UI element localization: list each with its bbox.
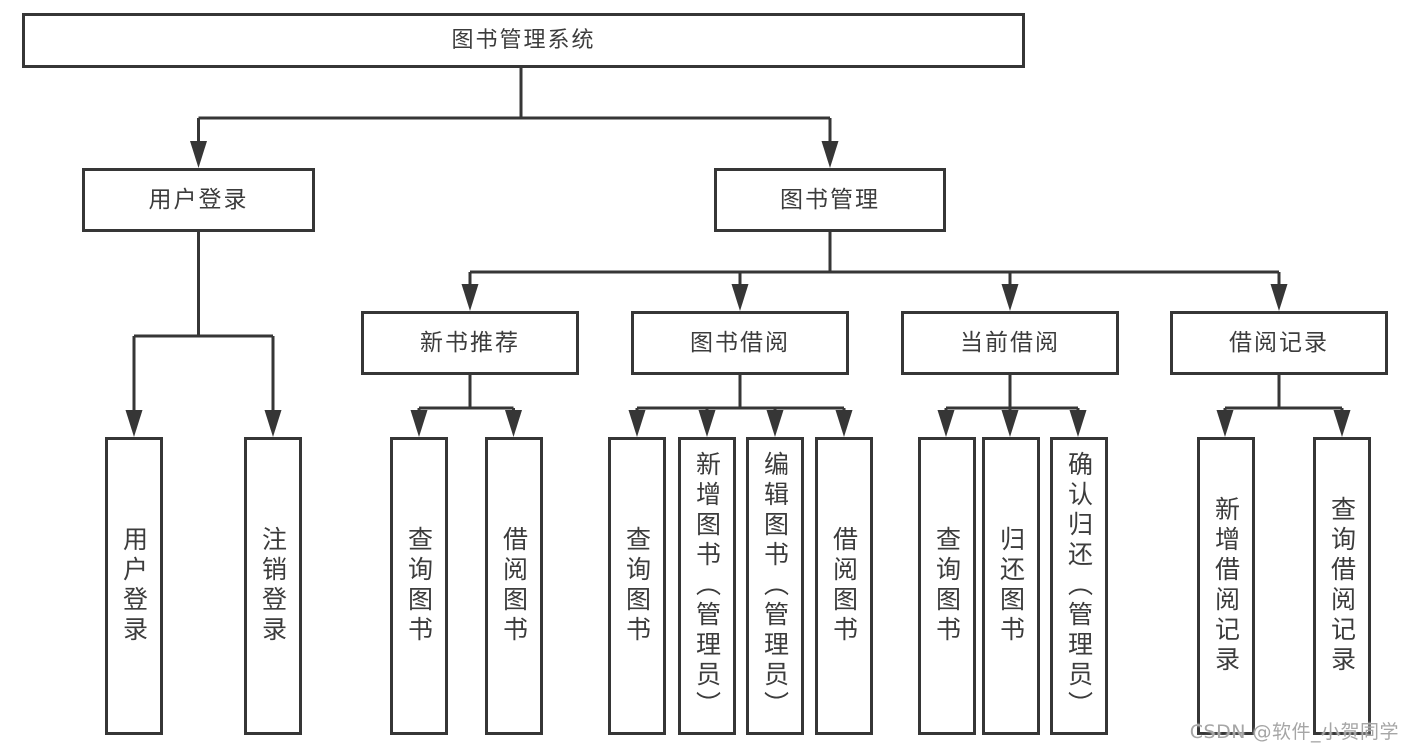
leaf-query-books-borrow: 查询图书 [608,437,666,735]
arrowhead [1216,410,1234,437]
arrowhead [835,410,853,437]
node-label: 图书管理 [780,186,880,213]
arrowhead [505,410,522,437]
leaf-user-login: 用户登录 [105,437,163,735]
leaf-query-books-recommend: 查询图书 [390,437,448,735]
node-label: 借阅记录 [1229,329,1329,356]
node-label: 查询图书 [404,526,434,646]
leaf-edit-book-admin: 编辑图书（管理员） [746,437,804,735]
arrowhead [410,410,428,437]
node-label: 注销登录 [258,526,288,646]
node-label: 查询图书 [932,526,962,646]
leaf-query-books-current: 查询图书 [918,437,976,735]
node-library-management-system: 图书管理系统 [22,13,1025,68]
leaf-logout: 注销登录 [244,437,302,735]
arrowhead [766,410,784,437]
node-label: 新书推荐 [420,329,520,356]
node-label: 当前借阅 [960,329,1060,356]
leaf-borrow-books-recommend: 借阅图书 [485,437,543,735]
arrowhead [461,284,479,311]
node-label: 新增借阅记录 [1211,496,1241,676]
arrowhead [1333,410,1351,437]
arrowhead [698,410,716,437]
csdn-watermark: CSDN @软件_小贺同学 [1189,721,1399,743]
node-label: 归还图书 [996,526,1026,646]
node-user-login: 用户登录 [82,168,315,232]
arrowhead [731,284,749,311]
leaf-confirm-return-admin: 确认归还（管理员） [1050,437,1108,735]
node-label: 借阅图书 [499,526,529,646]
arrowhead [264,410,282,437]
arrowhead [1001,284,1019,311]
node-label: 查询图书 [622,526,652,646]
leaf-return-books: 归还图书 [982,437,1040,735]
node-label: 新增图书（管理员） [692,451,722,721]
leaf-query-borrow-record: 查询借阅记录 [1313,437,1371,735]
arrowhead [937,410,955,437]
leaf-add-borrow-record: 新增借阅记录 [1197,437,1255,735]
node-label: 图书借阅 [690,329,790,356]
node-book-borrowing: 图书借阅 [631,311,849,375]
node-label: 用户登录 [148,186,249,213]
leaf-borrow-books: 借阅图书 [815,437,873,735]
arrowhead [125,410,143,437]
node-new-book-recommendation: 新书推荐 [361,311,579,375]
node-borrowing-records: 借阅记录 [1170,311,1388,375]
node-book-management: 图书管理 [714,168,946,232]
node-label: 确认归还（管理员） [1064,451,1094,721]
node-label: 查询借阅记录 [1327,496,1357,676]
node-label: 编辑图书（管理员） [760,451,790,721]
arrowhead [821,141,839,168]
node-label: 图书管理系统 [451,27,596,53]
arrowhead [1001,410,1019,437]
leaf-add-book-admin: 新增图书（管理员） [678,437,736,735]
arrowhead [1270,284,1288,311]
arrowhead [1069,410,1087,437]
node-current-borrowing: 当前借阅 [901,311,1119,375]
arrowhead [190,141,207,168]
node-label: 用户登录 [119,526,149,646]
node-label: 借阅图书 [829,526,859,646]
arrowhead [628,410,646,437]
